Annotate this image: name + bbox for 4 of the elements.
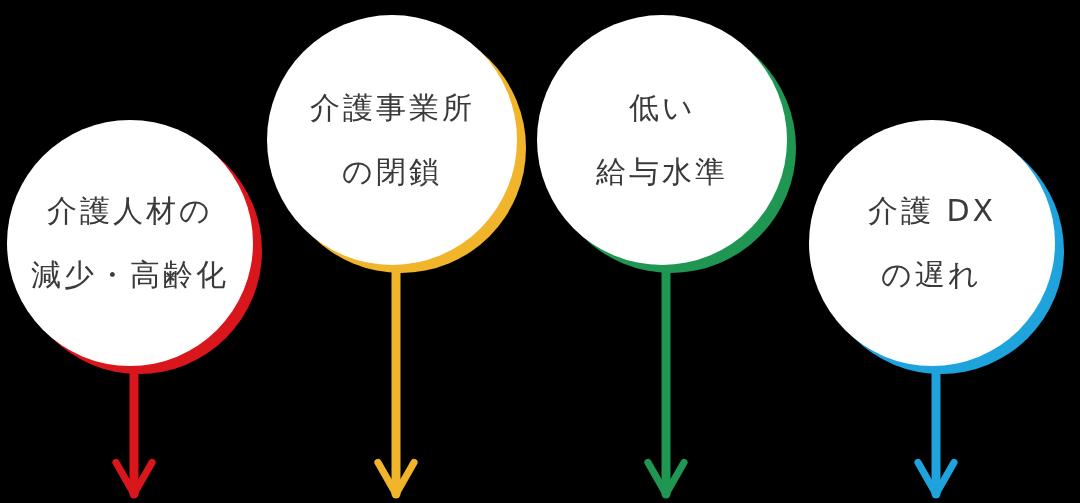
node-text: 介護事業所の閉鎖: [309, 89, 475, 191]
node-text: 低い給与水準: [596, 89, 728, 191]
node-text: 介護 DXの遅れ: [867, 192, 997, 294]
node-text: 介護人材の減少・高齢化: [31, 192, 229, 294]
